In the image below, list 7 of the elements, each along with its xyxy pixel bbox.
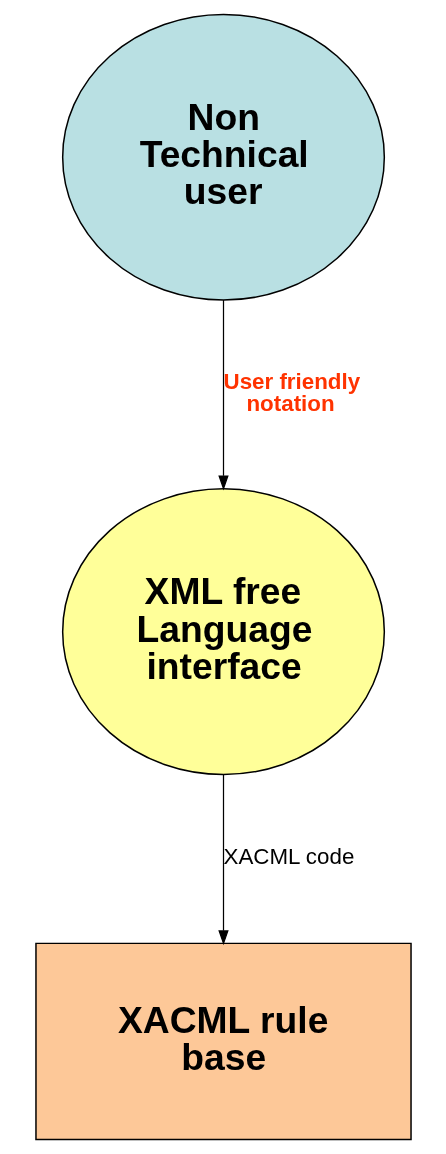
node-box: XACML rule base	[34, 942, 412, 1141]
edge-label: XACML code	[223, 844, 354, 870]
node-ellipse: Non Technical user	[61, 13, 385, 301]
edge-label: User friendly notation	[223, 368, 360, 417]
arrow	[217, 774, 229, 946]
arrow	[217, 299, 229, 491]
node-ellipse: XML free Language interface	[61, 488, 385, 776]
